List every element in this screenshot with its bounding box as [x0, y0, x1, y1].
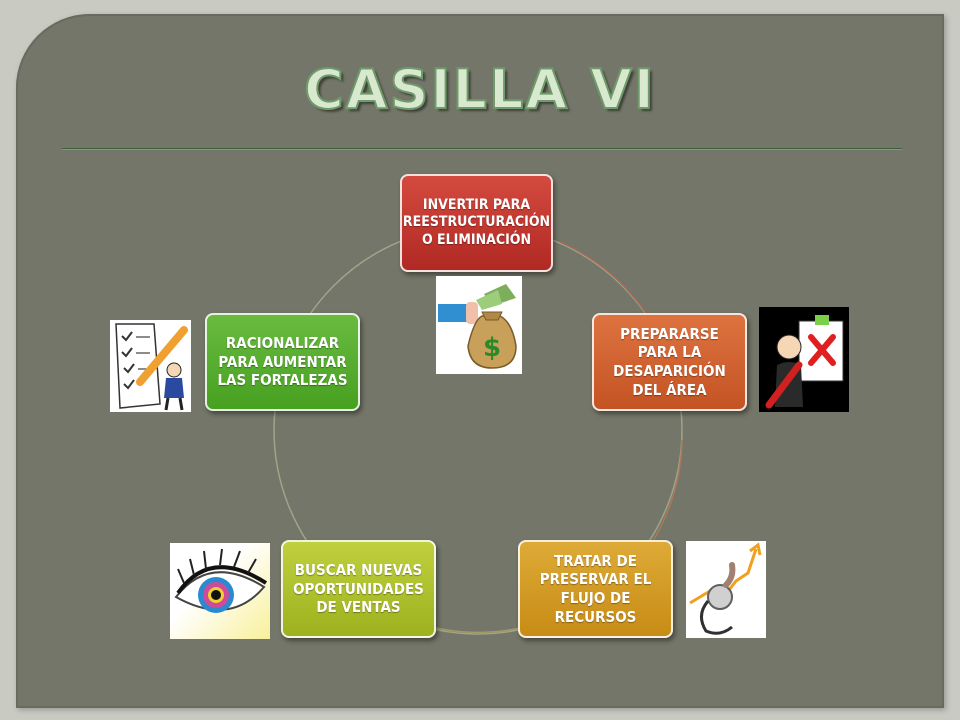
cycle-item-label: TRATAR DE PRESERVAR EL FLUJO DE RECURSOS: [539, 551, 652, 626]
eye-icon: [170, 543, 270, 639]
stethoscope-growth-icon: [686, 541, 766, 638]
cycle-item-preserve: TRATAR DE PRESERVAR EL FLUJO DE RECURSOS: [518, 540, 673, 638]
cycle-item-label: INVERTIR PARA REESTRUCTURACIÓN O ELIMINA…: [402, 196, 551, 248]
cycle-item-label: PREPARARSE PARA LA DESAPARICIÓN DEL ÁREA: [613, 324, 726, 399]
cycle-item-label: BUSCAR NUEVAS OPORTUNIDADES DE VENTAS: [293, 560, 424, 617]
cycle-item-seek: BUSCAR NUEVAS OPORTUNIDADES DE VENTAS: [281, 540, 436, 638]
svg-text:$: $: [483, 333, 501, 363]
checklist-pencil-icon: [110, 320, 191, 412]
clipboard-cross-icon: [759, 307, 849, 412]
cycle-item-prepare: PREPARARSE PARA LA DESAPARICIÓN DEL ÁREA: [592, 313, 747, 411]
money-bag-icon: $: [436, 276, 522, 374]
slide-title: CASILLA VI: [303, 57, 656, 122]
cycle-item-label: RACIONALIZAR PARA AUMENTAR LAS FORTALEZA…: [217, 333, 348, 390]
cycle-item-rationalize: RACIONALIZAR PARA AUMENTAR LAS FORTALEZA…: [205, 313, 360, 411]
title-divider: [62, 148, 902, 149]
cycle-item-invest: INVERTIR PARA REESTRUCTURACIÓN O ELIMINA…: [400, 174, 553, 272]
